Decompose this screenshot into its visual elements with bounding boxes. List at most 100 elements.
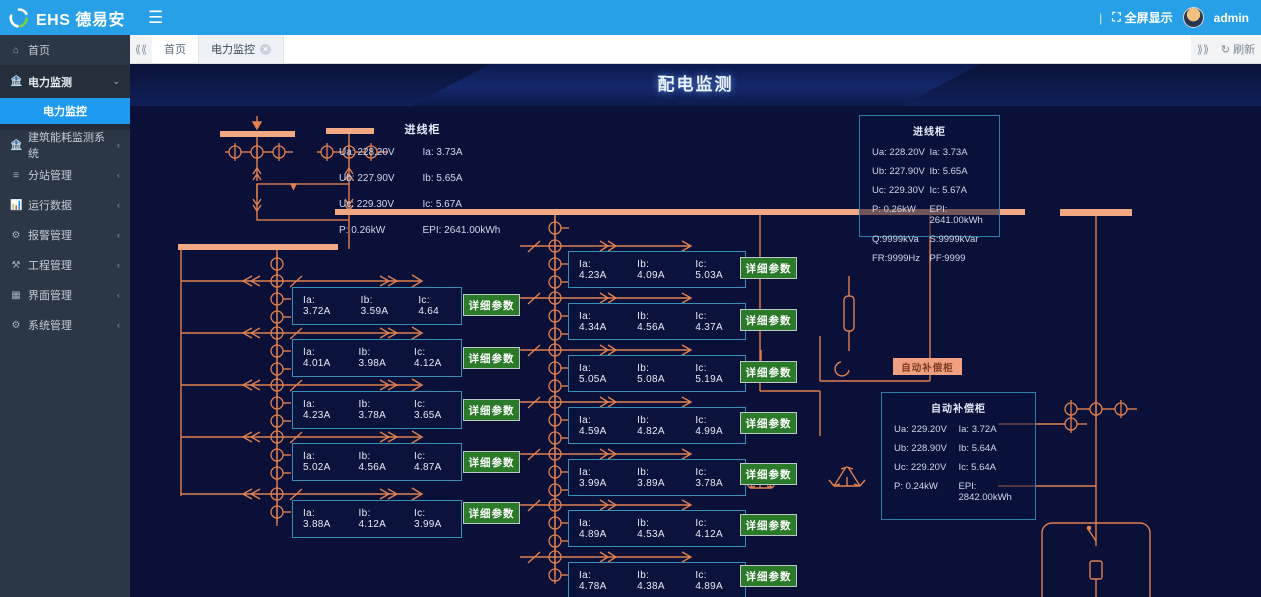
measurement-box-mid-6: Ia: 4.89A Ib: 4.53A Ic: 4.12A — [568, 510, 746, 547]
value-q: Q:9999kVa — [872, 234, 919, 245]
sidebar-item-label: 运行数据 — [28, 200, 72, 212]
value-ib: Ib: 5.65A — [422, 173, 463, 184]
measurement-box-left-3: Ia: 4.23A Ib: 3.78A Ic: 3.65A — [292, 391, 462, 429]
sidebar-item-interface[interactable]: ▦ 界面管理 ‹ — [0, 280, 130, 310]
value-ic: Ic: 4.89A — [695, 569, 723, 592]
tab-label: 首页 — [164, 44, 186, 56]
panel-incoming-left: 进线柜 Ua: 228.20V Ia: 3.73A Ub: 227.90V Ib… — [335, 114, 510, 242]
sidebar-subitem-power-monitor[interactable]: 电力监控 — [0, 98, 130, 124]
detail-params-button-mid-1[interactable]: 详细参数 — [740, 257, 797, 279]
value-uc: Uc: 229.20V — [894, 462, 947, 473]
detail-params-button-left-4[interactable]: 详细参数 — [463, 451, 520, 473]
hamburger-icon[interactable]: ☰ — [148, 8, 164, 27]
sidebar-item-home[interactable]: ⌂ 首页 — [0, 35, 130, 65]
detail-params-button-mid-2[interactable]: 详细参数 — [740, 309, 797, 331]
fullscreen-label: 全屏显示 — [1124, 11, 1173, 25]
value-ib: Ib: 5.08A — [637, 362, 665, 385]
chevron-left-icon: ‹ — [117, 140, 120, 150]
detail-params-button-mid-4[interactable]: 详细参数 — [740, 412, 797, 434]
page-title: 配电监测 — [657, 75, 734, 94]
sidebar-item-label: 分站管理 — [28, 170, 72, 182]
avatar-icon[interactable] — [1182, 7, 1204, 28]
chart-icon: 📊 — [10, 199, 23, 211]
measurement-box-left-1: Ia: 3.72A Ib: 3.59A Ic: 4.64 — [292, 287, 462, 325]
value-ib: Ib: 3.98A — [358, 347, 387, 369]
value-ub: Ub: 228.90V — [894, 443, 947, 454]
sidebar-item-substation[interactable]: ≡ 分站管理 ‹ — [0, 160, 130, 190]
value-ib: Ib: 4.82A — [637, 414, 665, 437]
value-ib: Ib: 4.09A — [637, 258, 665, 281]
value-ub: Ub: 227.90V — [339, 173, 395, 184]
tab-home[interactable]: 首页 — [152, 35, 199, 63]
measurement-box-mid-2: Ia: 4.34A Ib: 4.56A Ic: 4.37A — [568, 303, 746, 340]
value-ib: Ib: 4.56A — [637, 310, 665, 333]
value-p: P: 0.26kW — [872, 204, 916, 215]
sidebar-item-power-monitoring[interactable]: 🏦 电力监测 ⌄ — [0, 65, 130, 98]
detail-params-button-left-3[interactable]: 详细参数 — [463, 399, 520, 421]
sidebar-divider — [0, 124, 130, 130]
value-fr: FR:9999Hz — [872, 253, 921, 264]
detail-params-button-mid-3[interactable]: 详细参数 — [740, 361, 797, 383]
value-ic: Ic: 4.64 — [418, 295, 439, 317]
detail-params-button-mid-7[interactable]: 详细参数 — [740, 565, 797, 587]
value-ic: Ic: 3.78A — [695, 466, 723, 489]
chevron-left-icon: ‹ — [117, 200, 120, 210]
measurement-box-mid-4: Ia: 4.59A Ib: 4.82A Ic: 4.99A — [568, 407, 746, 444]
value-ia: Ia: 4.23A — [579, 258, 607, 281]
sidebar: ⌂ 首页 🏦 电力监测 ⌄ 电力监控 🏦 建筑能耗监测系统 ‹ ≡ 分站管理 ‹… — [0, 35, 130, 597]
value-ia: Ia: 3.73A — [422, 147, 463, 158]
sidebar-item-alarm[interactable]: ⚙ 报警管理 ‹ — [0, 220, 130, 250]
sidebar-item-label: 报警管理 — [28, 230, 72, 242]
tab-bar: ⟪⟪ 首页 电力监控 ✕ ⟫⟫ ↻ 刷新 — [130, 35, 1261, 64]
tab-power-monitor[interactable]: 电力监控 ✕ — [199, 35, 284, 63]
fullscreen-button[interactable]: ⛶ 全屏显示 — [1112, 9, 1172, 26]
value-ic: Ic: 5.67A — [422, 199, 462, 210]
refresh-button[interactable]: ↻ 刷新 — [1215, 35, 1261, 63]
value-ib: Ib: 4.53A — [637, 517, 665, 540]
detail-params-button-left-5[interactable]: 详细参数 — [463, 502, 520, 524]
sidebar-item-building-energy[interactable]: 🏦 建筑能耗监测系统 ‹ — [0, 130, 130, 160]
user-name[interactable]: admin — [1213, 10, 1249, 25]
measurement-box-left-2: Ia: 4.01A Ib: 3.98A Ic: 4.12A — [292, 339, 462, 377]
detail-params-button-left-2[interactable]: 详细参数 — [463, 347, 520, 369]
value-pf: PF:9999 — [929, 253, 966, 264]
gear-wrench-icon: ⚒ — [11, 259, 21, 271]
app-logo[interactable]: EHS 德易安 — [0, 0, 130, 35]
value-ib: Ib: 3.78A — [358, 399, 387, 421]
value-ic: Ic: 4.12A — [695, 517, 723, 540]
value-ia: Ia: 3.72A — [958, 424, 997, 435]
value-ua: Ua: 228.20V — [339, 147, 395, 158]
panel-values: Ua: 229.20V Ia: 3.72A Ub: 228.90V Ib: 5.… — [882, 415, 1035, 511]
header-divider: | — [1099, 10, 1103, 25]
double-chevron-left-icon[interactable]: ⟪⟪ — [130, 35, 152, 63]
value-ia: Ia: 4.34A — [579, 310, 607, 333]
detail-params-button-left-1[interactable]: 详细参数 — [463, 294, 520, 316]
sidebar-item-label: 建筑能耗监测系统 — [28, 132, 105, 160]
chevron-down-icon: ⌄ — [112, 76, 120, 86]
window-icon: ▦ — [11, 289, 21, 301]
value-ib: Ib: 4.56A — [358, 451, 387, 473]
diagram-canvas: 配电监测 — [130, 64, 1261, 597]
value-uc: Uc: 229.30V — [872, 185, 925, 196]
value-ic: Ic: 4.12A — [414, 347, 442, 369]
double-chevron-right-icon[interactable]: ⟫⟫ — [1191, 35, 1215, 63]
sidebar-item-project[interactable]: ⚒ 工程管理 ‹ — [0, 250, 130, 280]
logo-text-cn: 德易安 — [75, 11, 125, 29]
panel-compensation: 自动补偿柜 Ua: 229.20V Ia: 3.72A Ub: 228.90V … — [881, 392, 1036, 520]
value-ib: Ib: 4.12A — [358, 508, 387, 530]
detail-params-button-mid-5[interactable]: 详细参数 — [740, 463, 797, 485]
close-icon[interactable]: ✕ — [260, 43, 271, 55]
compensation-cabinet-button[interactable]: 自动补偿柜 — [893, 358, 962, 375]
alarm-icon: ⚙ — [11, 229, 21, 241]
value-epi: EPI: 2842.00kWh — [958, 481, 1012, 503]
value-epi: EPI: 2641.00kWh — [929, 204, 983, 226]
detail-params-button-mid-6[interactable]: 详细参数 — [740, 514, 797, 536]
sidebar-item-runtime-data[interactable]: 📊 运行数据 ‹ — [0, 190, 130, 220]
measurement-box-mid-1: Ia: 4.23A Ib: 4.09A Ic: 5.03A — [568, 251, 746, 288]
home-icon: ⌂ — [12, 44, 20, 56]
value-ic: Ic: 4.99A — [695, 414, 723, 437]
sidebar-item-system[interactable]: ⚙ 系统管理 ‹ — [0, 310, 130, 340]
value-s: S:9999kVar — [929, 234, 979, 245]
measurement-box-left-5: Ia: 3.88A Ib: 4.12A Ic: 3.99A — [292, 500, 462, 538]
value-ib: Ib: 4.38A — [637, 569, 665, 592]
